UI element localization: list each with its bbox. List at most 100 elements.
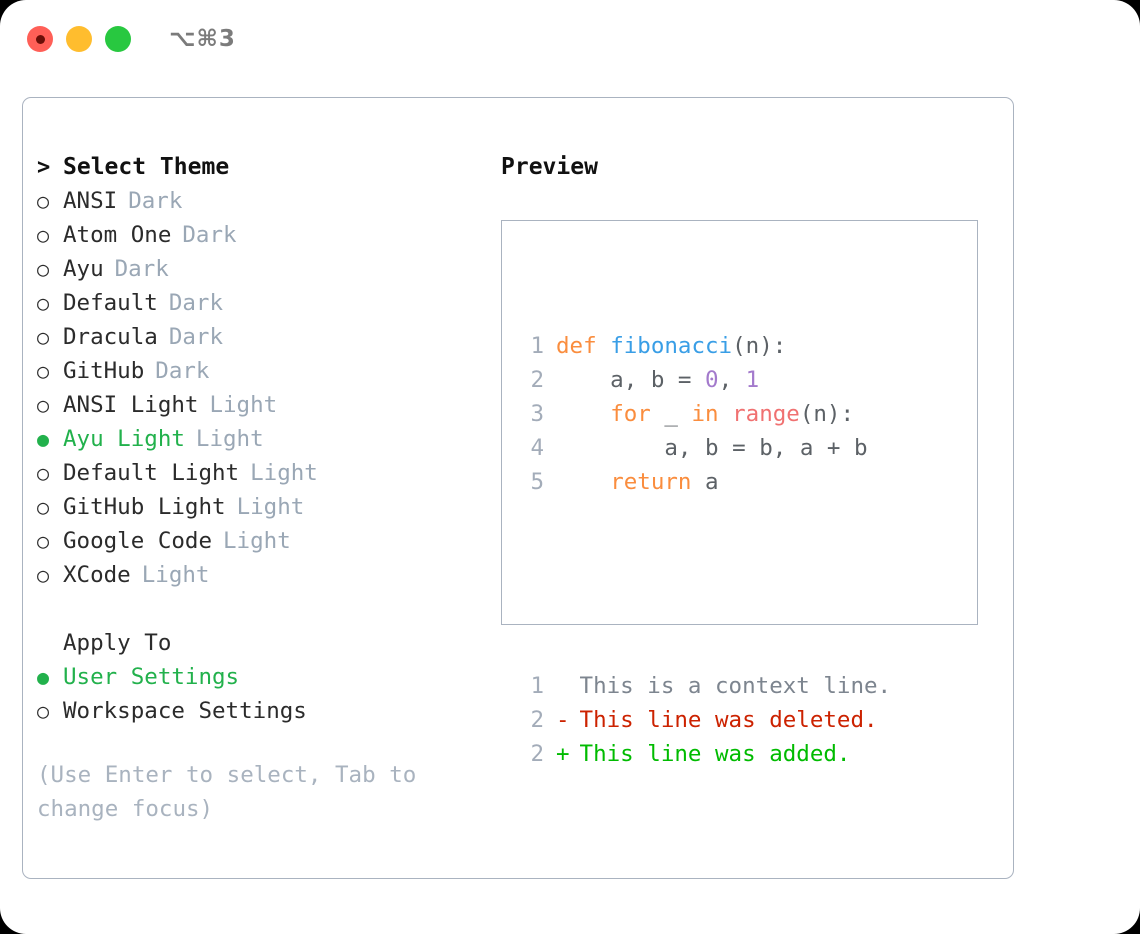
theme-mode-badge: Dark (168, 324, 224, 350)
minimize-button-icon[interactable] (66, 26, 92, 52)
radio-unselected-icon[interactable]: ○ (37, 699, 50, 723)
code-token: a, b = b, a + b (556, 435, 868, 461)
radio-unselected-icon[interactable]: ○ (37, 223, 50, 247)
prompt-caret-icon: > (37, 155, 51, 180)
code-line-content: def fibonacci(n): (556, 329, 786, 363)
theme-mode-badge: Dark (114, 256, 169, 282)
radio-unselected-icon[interactable]: ○ (37, 359, 50, 383)
theme-mode-badge: Dark (128, 188, 183, 214)
code-token: a, b = (556, 367, 706, 393)
close-button-icon[interactable] (27, 26, 53, 52)
theme-list-item[interactable]: ○ ANSI Dark (37, 184, 487, 218)
theme-mode-badge: Light (236, 494, 305, 520)
theme-name: Ayu (63, 256, 104, 282)
diff-marker (556, 669, 570, 703)
code-token: 0 (705, 367, 719, 393)
theme-name: Ayu Light (63, 426, 185, 452)
maximize-button-icon[interactable] (105, 26, 131, 52)
diff-line-text: This is a context line. (579, 673, 892, 699)
theme-list-item[interactable]: ○ XCode Light (37, 558, 487, 592)
code-line-number: 3 (530, 401, 544, 427)
radio-unselected-icon[interactable]: ○ (37, 257, 50, 281)
theme-name: ANSI (63, 188, 118, 214)
radio-unselected-icon[interactable]: ○ (37, 563, 50, 587)
apply-to-option-label: User Settings (63, 664, 240, 690)
code-diff-gap (518, 567, 891, 601)
theme-name: Default (63, 290, 158, 316)
radio-selected-icon[interactable]: ● (37, 427, 50, 451)
radio-unselected-icon[interactable]: ○ (37, 529, 50, 553)
diff-marker: - (556, 707, 570, 733)
code-token (719, 401, 733, 427)
code-line-content: a, b = 0, 1 (556, 363, 759, 397)
code-line: 2 a, b = 0, 1 (518, 363, 891, 397)
theme-mode-badge: Light (250, 460, 318, 486)
diff-marker: + (556, 741, 570, 767)
code-token: (n): (799, 401, 855, 427)
radio-unselected-icon[interactable]: ○ (37, 291, 50, 315)
theme-mode-badge: Light (195, 426, 264, 452)
theme-name: Atom One (63, 222, 172, 248)
apply-to-option[interactable]: ● User Settings (37, 660, 487, 694)
diff-line-text: This line was added. (579, 741, 851, 767)
code-line-number: 2 (530, 367, 544, 393)
theme-name: GitHub (63, 358, 145, 384)
code-token: _ (650, 401, 692, 427)
code-token: a (691, 469, 719, 495)
diff-line-number: 1 (530, 673, 544, 699)
radio-unselected-icon[interactable]: ○ (37, 393, 50, 417)
radio-selected-icon[interactable]: ● (37, 665, 50, 689)
apply-to-list: ● User Settings ○Workspace Settings (37, 660, 487, 728)
code-token: def (556, 333, 611, 359)
radio-unselected-icon[interactable]: ○ (37, 325, 50, 349)
theme-list-item[interactable]: ○ Ayu Dark (37, 252, 487, 286)
keyboard-hint-text: (Use Enter to select, Tab to change focu… (37, 762, 417, 822)
recording-indicator-icon (35, 34, 45, 44)
code-token: range (732, 401, 800, 427)
list-gap (37, 592, 487, 626)
window-title-shortcut: ⌥⌘3 (169, 26, 236, 52)
apply-to-header: Apply To (37, 626, 487, 660)
radio-unselected-icon[interactable]: ○ (37, 461, 50, 485)
radio-unselected-icon[interactable]: ○ (37, 189, 50, 213)
radio-unselected-icon[interactable]: ○ (37, 495, 50, 519)
code-line-number: 5 (530, 469, 544, 495)
code-line-number: 1 (530, 333, 544, 359)
theme-list-item[interactable]: ○ Default Dark (37, 286, 487, 320)
theme-mode-badge: Dark (168, 290, 224, 316)
code-token: , (718, 367, 746, 393)
theme-list-item[interactable]: ● Ayu Light Light (37, 422, 487, 456)
diff-line: 2-This line was deleted. (518, 703, 891, 737)
theme-name: Google Code (63, 528, 213, 554)
code-token (556, 401, 610, 427)
theme-mode-badge: Light (141, 562, 210, 588)
code-line: 1 def fibonacci(n): (518, 329, 891, 363)
code-token: (n): (732, 333, 787, 359)
code-line: 5 return a (518, 465, 891, 499)
code-line-content: return a (556, 465, 719, 499)
code-token: in (691, 401, 719, 427)
theme-name: XCode (63, 562, 131, 588)
diff-line-number: 2 (530, 741, 544, 767)
apply-to-option[interactable]: ○Workspace Settings (37, 694, 487, 728)
diff-line: 1 This is a context line. (518, 669, 891, 703)
code-line: 3 for _ in range(n): (518, 397, 891, 431)
theme-name: ANSI Light (63, 392, 199, 418)
code-line-content: for _ in range(n): (556, 397, 854, 431)
code-token: fibonacci (610, 333, 733, 359)
